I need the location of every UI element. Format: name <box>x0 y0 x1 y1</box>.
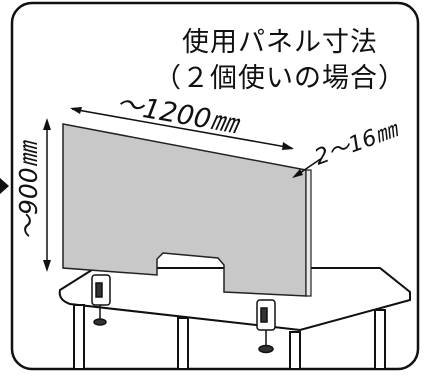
width-dimension-arrow <box>70 107 294 150</box>
left-arrow-marker <box>0 178 9 194</box>
table-top <box>58 267 411 332</box>
panel-clamp-right <box>256 299 276 354</box>
table-legs <box>73 304 386 370</box>
diagram-subtitle: （２個使いの場合） <box>154 63 406 94</box>
thickness-leader-line <box>292 157 323 178</box>
height-label: 〜900㎜ <box>14 139 43 240</box>
height-dimension-arrow <box>43 118 51 272</box>
panel-edge <box>305 169 312 297</box>
diagram-title: 使用パネル寸法 <box>182 27 378 58</box>
panel-clamp-left <box>91 274 111 326</box>
